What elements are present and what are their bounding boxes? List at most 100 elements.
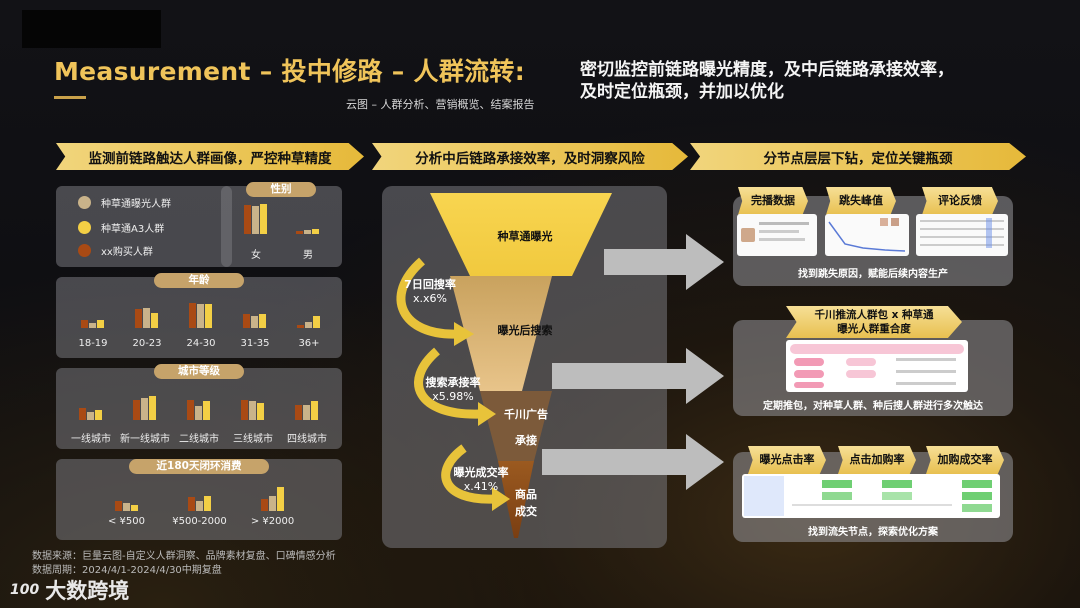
tag-exposure-ctr: 曝光点击率: [748, 446, 826, 474]
bar: [195, 500, 203, 511]
flow-arrow-top: [604, 234, 724, 290]
funnel-stage-2-label: 曝光后搜索: [497, 324, 553, 337]
tag-crowd-overlap: 千川推流人群包 x 种草通 曝光人群重合度: [786, 306, 962, 338]
curved-arrow-2-head: [478, 402, 496, 426]
bar: [135, 309, 142, 328]
category-label: 24-30: [186, 338, 216, 349]
funnel-stage-4-label: 商品: [515, 488, 537, 501]
bar: [241, 399, 248, 420]
bar: [252, 206, 259, 234]
rate-name: 7日回搜率: [404, 278, 456, 291]
category-label: ¥500-2000: [172, 516, 227, 527]
bar: [133, 399, 140, 420]
screenshot-table: [742, 474, 1000, 518]
tag-line-2: 曝光人群重合度: [837, 323, 911, 335]
screenshot-thumb: [825, 214, 909, 256]
curved-arrow-3: [441, 444, 495, 504]
page-subtitle: 云图 – 人群分析、营销概览、结案报告: [346, 98, 535, 111]
bar-group: [296, 200, 320, 234]
bar: [187, 497, 195, 511]
legend-label: 种草通曝光人群: [101, 199, 171, 210]
tag-bounce-peak: 跳失峰值: [826, 187, 896, 215]
category-label: 二线城市: [179, 434, 219, 445]
curved-arrow-1-head: [454, 322, 474, 346]
category-label: 一线城市: [71, 434, 111, 445]
funnel-stage-1: [430, 193, 612, 276]
chart-title: 年龄: [154, 273, 244, 288]
rate-value: x.x6%: [413, 292, 447, 305]
summary-text: 密切监控前链路曝光精度，及中后链路承接效率， 及时定位瓶颈，并加以优化: [580, 59, 1040, 103]
bar: [81, 319, 88, 328]
category-label: 男: [303, 250, 313, 261]
category-label: 20-23: [132, 338, 162, 349]
bar: [122, 502, 130, 511]
card-top-caption: 找到跳失原因，赋能后续内容生产: [798, 269, 948, 280]
tag-click-cart-rate: 点击加购率: [838, 446, 916, 474]
chart-title: 性别: [246, 182, 316, 197]
bar-group: [295, 386, 319, 420]
bar: [203, 495, 211, 511]
bar: [195, 406, 202, 420]
category-label: < ¥500: [107, 516, 145, 527]
gender-panel: [221, 186, 342, 267]
category-label: 31-35: [240, 338, 270, 349]
rate-value: x5.98%: [432, 390, 474, 403]
chart-title: 城市等级: [154, 364, 244, 379]
bar: [296, 230, 303, 234]
category-label: 四线城市: [287, 434, 327, 445]
banner-left: 监测前链路触达人群画像，严控种草精度: [56, 143, 364, 170]
banner-middle: 分析中后链路承接效率，及时洞察风险: [372, 143, 688, 170]
category-label: 新一线城市: [120, 434, 170, 445]
bar: [141, 397, 148, 420]
title-underline: [54, 96, 86, 99]
footer-source: 数据来源：巨量云图-自定义人群洞察、品牌素材复盘、口碑情感分析: [32, 551, 336, 562]
chart-title: 近180天闭环消费: [129, 459, 269, 474]
bar: [259, 314, 266, 328]
bar: [97, 319, 104, 328]
category-label: 18-19: [78, 338, 108, 349]
rate-block: 曝光成交率 x.41%: [446, 466, 516, 494]
curved-arrow-1: [396, 257, 458, 339]
bar: [244, 205, 251, 234]
tag-comment-feedback: 评论反馈: [922, 187, 998, 215]
bar: [197, 303, 204, 328]
bar: [114, 500, 122, 511]
legend-item: 种草通A3人群: [78, 220, 164, 235]
screenshot-thumb: [916, 214, 1008, 256]
bar: [313, 316, 320, 328]
bar-group: [135, 294, 159, 328]
summary-line-1: 密切监控前链路曝光精度，及中后链路承接效率，: [580, 60, 954, 80]
bar: [87, 411, 94, 420]
bar: [312, 228, 319, 234]
bar: [303, 404, 310, 420]
funnel-stage-3-label: 千川广告: [504, 408, 548, 421]
logo-mark: 100: [10, 582, 40, 598]
funnel-stage-4: [498, 461, 534, 538]
bar: [260, 499, 268, 511]
tag-cart-conversion-rate: 加购成交率: [926, 446, 1004, 474]
category-label: 女: [251, 250, 261, 261]
funnel-stage-3: [480, 391, 552, 461]
summary-line-2: 及时定位瓶颈，并加以优化: [580, 82, 784, 102]
bar: [130, 504, 138, 511]
bar: [276, 487, 284, 511]
bar: [260, 204, 267, 234]
logo-text: 大数跨境: [45, 579, 130, 603]
legend-item: 种草通曝光人群: [78, 195, 171, 210]
category-label: 三线城市: [233, 434, 273, 445]
bar-group: [297, 294, 321, 328]
funnel-stage-4-sublabel: 成交: [515, 505, 537, 518]
bar: [249, 401, 256, 420]
flow-arrow-middle: [552, 348, 724, 404]
bar-group: [133, 386, 157, 420]
tag-line-1: 千川推流人群包 x 种草通: [814, 309, 934, 321]
bar: [257, 403, 264, 420]
bar-group: [79, 386, 103, 420]
page-title: Measurement – 投中修路 – 人群流转:: [54, 57, 526, 86]
rate-block: 搜索承接率 x5.98%: [418, 376, 488, 404]
bar: [297, 324, 304, 328]
bar: [251, 316, 258, 328]
legend-item: xx购买人群: [78, 243, 153, 258]
bar: [79, 408, 86, 420]
funnel-graphic: [396, 193, 612, 538]
